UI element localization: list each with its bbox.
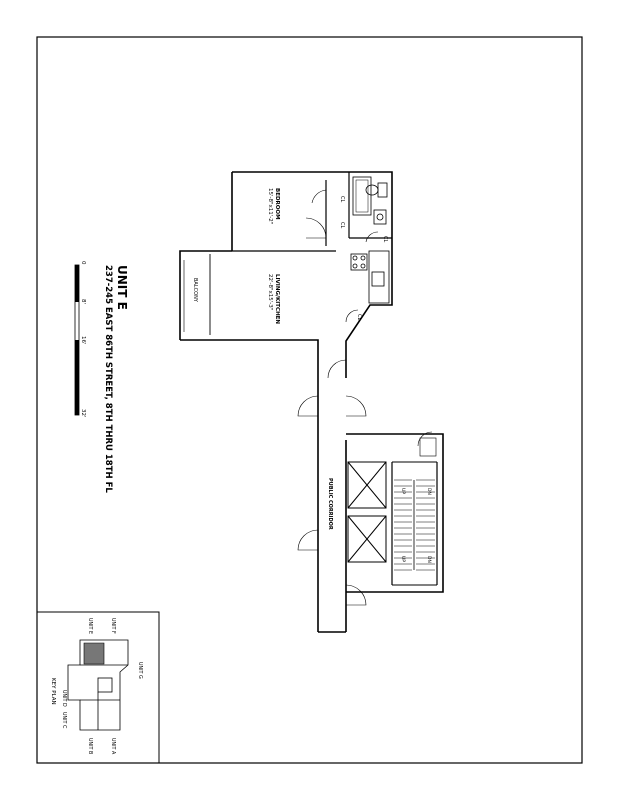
- bathroom-fixtures: [352, 176, 388, 225]
- elevator-1: [347, 461, 387, 509]
- bedroom-dims: 15'-8"x11'-2": [267, 188, 273, 224]
- toilet-bowl: [365, 184, 379, 196]
- unit-exterior-wall: [232, 171, 393, 378]
- closet-label: CL: [339, 222, 345, 228]
- sink: [373, 209, 387, 225]
- unit-title: UNIT E: [115, 265, 129, 310]
- bedroom-label: BEDROOM 15'-8"x11'-2": [267, 188, 280, 224]
- corridor-doors: [297, 395, 437, 606]
- stove-burner: [352, 255, 358, 261]
- elevator-1-x: [347, 461, 387, 509]
- key-plan-unit-e-highlight: [83, 642, 105, 665]
- stove-burner: [352, 263, 358, 269]
- living-dims: 22'-8"x15'-3": [267, 274, 273, 310]
- toilet-tank: [377, 182, 388, 198]
- stove: [350, 253, 368, 271]
- key-plan-outline: [67, 639, 129, 731]
- closet-label: CL: [382, 236, 388, 242]
- scale-tick-0: 0: [80, 261, 86, 265]
- corridor-label: PUBLIC CORRIDOR: [327, 478, 333, 530]
- trash-room-door: [417, 431, 433, 447]
- elevator-2: [347, 515, 387, 563]
- key-plan-building: [67, 639, 129, 731]
- sheet-border: [36, 36, 583, 764]
- balcony-label: BALCONY: [192, 278, 198, 303]
- kitchen-fixtures: [345, 231, 390, 323]
- balcony-side-wall: [179, 250, 232, 340]
- corridor-door-swing: [345, 584, 367, 606]
- stove-burner: [360, 255, 366, 261]
- core-enclosure: [346, 433, 444, 593]
- bathtub-inner: [355, 179, 369, 213]
- corridor-door-swing: [345, 395, 367, 417]
- stair-up-label: UP: [400, 556, 406, 562]
- graphic-scale: 0 8' 16' 32': [74, 261, 86, 418]
- stair-up-label: UP: [400, 488, 406, 494]
- closet-door-swing: [311, 189, 327, 204]
- corridor-door-swing: [297, 529, 319, 551]
- apartment-unit: [179, 171, 393, 382]
- key-plan-core: [97, 677, 113, 693]
- bedroom-name: BEDROOM: [274, 188, 280, 220]
- key-plan-unit-c: UNIT C: [61, 712, 67, 729]
- unit-entry-door: [327, 359, 347, 379]
- stair-dn-label: DN: [426, 488, 432, 495]
- living-label: LIVING/KITCHEN 22'-8"x15'-3": [267, 274, 280, 324]
- elevator-bank: [347, 461, 387, 563]
- key-plan-unit-g: UNIT G: [137, 662, 143, 679]
- stair-treads: [394, 479, 435, 571]
- key-plan-unit-a: UNIT A: [110, 738, 116, 755]
- key-plan-unit-d: UNIT D: [61, 690, 67, 707]
- sink-drain: [376, 213, 384, 221]
- kitchen-counter: [368, 250, 390, 304]
- scale-tick-32: 32': [80, 409, 86, 418]
- trash-chute: [419, 437, 437, 457]
- key-plan-unit-f: UNIT F: [110, 618, 116, 634]
- scale-bar-fill-1: [75, 265, 79, 302]
- building-address: 237-245 EAST 86TH STREET, 8TH THRU 18TH …: [103, 265, 113, 493]
- key-plan-title: KEY PLAN: [50, 678, 56, 705]
- living-west-wall: [180, 339, 319, 382]
- corridor-door-swing: [297, 395, 319, 417]
- bedroom-door-swing: [305, 217, 327, 239]
- kitchen-sink: [371, 271, 385, 287]
- closet-label: CL: [339, 196, 345, 202]
- stove-burner: [360, 263, 366, 269]
- living-name: LIVING/KITCHEN: [274, 274, 280, 324]
- elevator-2-x: [347, 515, 387, 563]
- key-plan-border: [36, 611, 160, 764]
- scale-tick-16: 16': [80, 336, 86, 345]
- key-plan-unit-b: UNIT B: [87, 738, 93, 754]
- public-corridor: [317, 382, 444, 633]
- title-block: UNIT E 237-245 EAST 86TH STREET, 8TH THR…: [103, 265, 129, 493]
- closet-label: CL: [356, 314, 362, 320]
- stair-dn-label: DN: [426, 556, 432, 563]
- closet-door-swing: [345, 309, 359, 323]
- scale-tick-8: 8': [80, 299, 86, 304]
- bathtub: [352, 176, 372, 216]
- scale-bar-fill-2: [75, 340, 79, 415]
- key-plan: KEY PLAN UNIT F UNIT E UNIT G UNIT D UNI…: [36, 611, 160, 764]
- key-plan-unit-e: UNIT E: [87, 618, 93, 634]
- closet-door-swing: [365, 231, 379, 243]
